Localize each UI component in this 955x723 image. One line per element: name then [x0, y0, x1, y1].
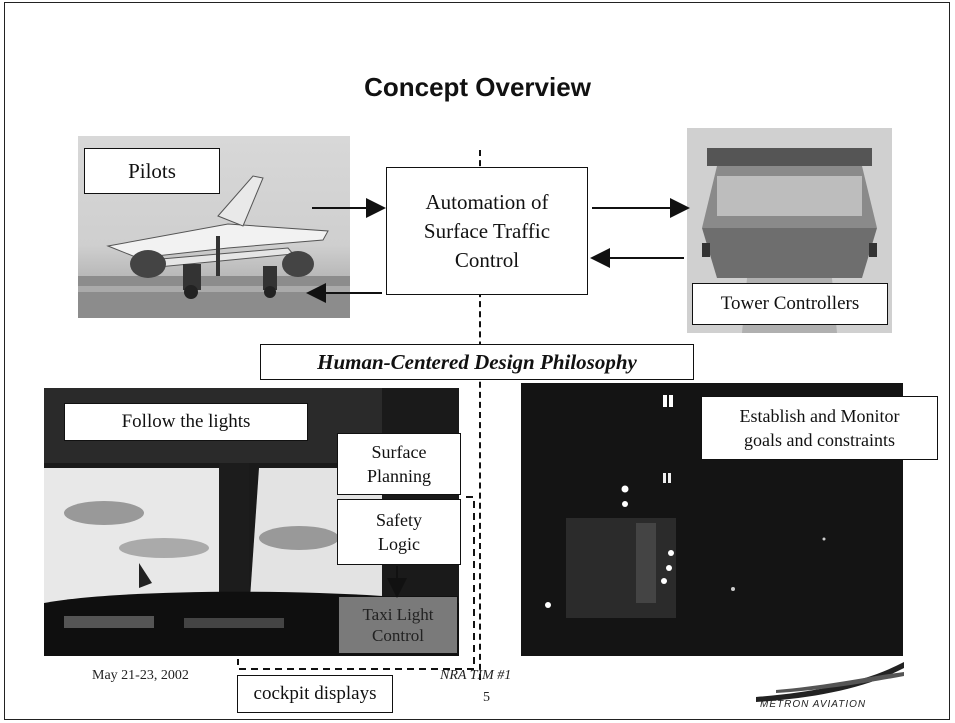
footer-meeting: NRA TIM #1 [440, 668, 511, 684]
footer-page: 5 [483, 690, 490, 706]
logo-text: METRON AVIATION [760, 699, 866, 710]
metron-aviation-logo: METRON AVIATION [756, 662, 906, 712]
footer-date: May 21-23, 2002 [92, 668, 189, 684]
